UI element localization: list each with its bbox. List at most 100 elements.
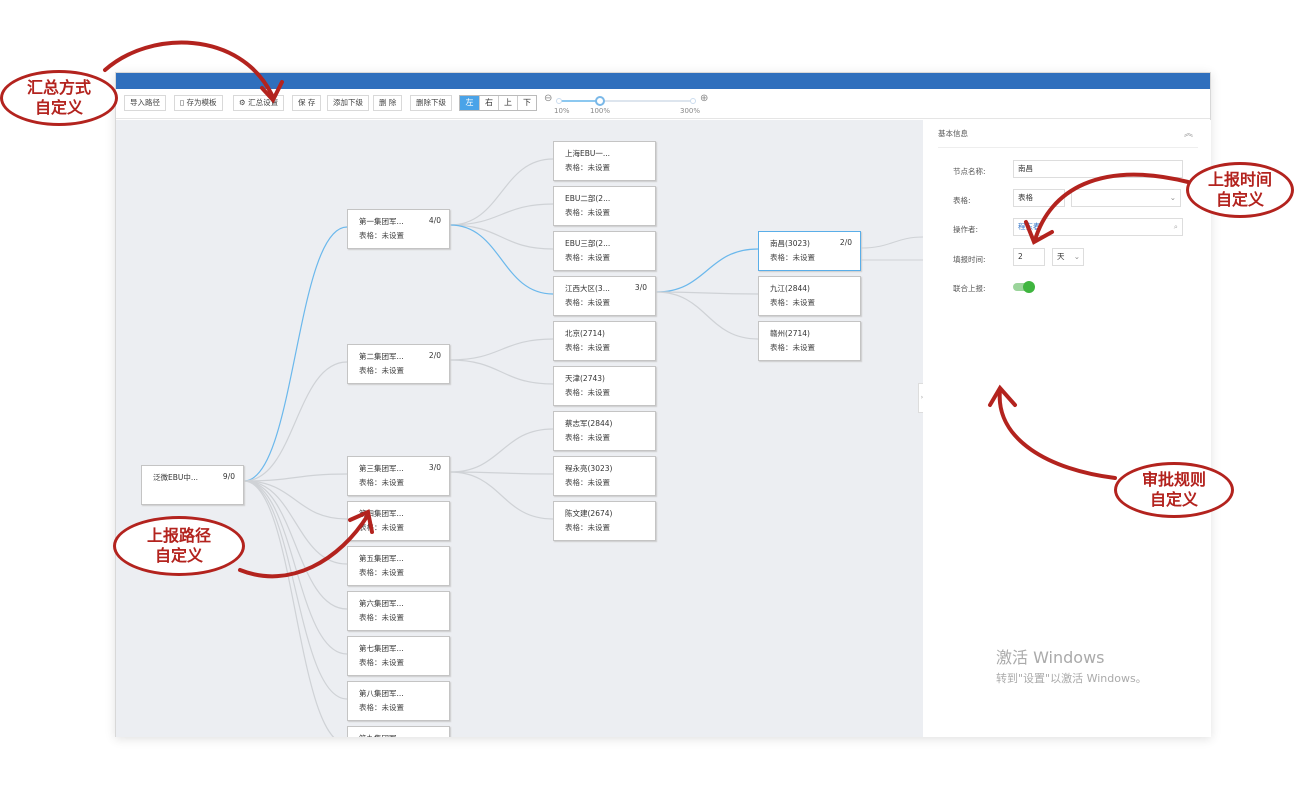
delete-button[interactable]: 删 除 (373, 95, 403, 111)
node-name: 第六集团军... (359, 599, 404, 608)
operator-label: 操作者: (953, 225, 979, 234)
node-form-label: 表格： (770, 298, 793, 307)
node-form-value: 未设置 (587, 433, 611, 442)
node-name-input[interactable]: 南昌 (1013, 160, 1183, 178)
node-form-value: 未设置 (381, 613, 405, 622)
node-form: 表格：未设置 (359, 230, 449, 241)
tree-node[interactable]: EBU二部(2...表格：未设置 (553, 186, 656, 226)
node-form-label: 表格： (565, 433, 588, 442)
annotation-text: 自定义 (154, 546, 203, 565)
windows-watermark: 激活 Windows 转到"设置"以激活 Windows。 (996, 644, 1147, 686)
tree-node[interactable]: 北京(2714) 表格：未设置 (553, 321, 656, 361)
tree-edge (449, 224, 554, 250)
node-name: 第五集团军... (359, 554, 404, 563)
node-form-label: 表格： (565, 523, 588, 532)
direction-right[interactable]: 右 (479, 96, 498, 110)
node-form-label: 表格： (770, 343, 793, 352)
node-name-label: 节点名称: (953, 167, 986, 176)
tree-node[interactable]: EBU三部(2...表格：未设置 (553, 231, 656, 271)
zoom-in-icon[interactable]: ⊕ (700, 93, 709, 104)
tree-node[interactable]: 九江(2844)表格：未设置 (758, 276, 861, 316)
zoom-slider[interactable]: ⊖ 10% 100% 300% ⊕ (544, 93, 714, 117)
node-count: 3/0 (634, 283, 647, 292)
summary-settings-label: 汇总设置 (248, 98, 279, 107)
tree-node[interactable]: 第七集团军...表格：未设置 (347, 636, 450, 676)
node-form-value: 未设置 (381, 478, 405, 487)
tree-edge (449, 338, 554, 361)
node-name: EBU三部(2... (565, 239, 611, 248)
annotation-text: 自定义 (1215, 190, 1264, 209)
panel-header: 基本信息︽ (938, 120, 1198, 148)
deadline-input[interactable]: 2 (1013, 248, 1045, 266)
direction-down[interactable]: 下 (517, 96, 536, 110)
node-form: 表格：未设置 (359, 657, 449, 668)
tree-edge (243, 480, 348, 655)
tree-node[interactable]: 蔡志军(2844)表格：未设置 (553, 411, 656, 451)
tree-node[interactable]: 天津(2743)表格：未设置 (553, 366, 656, 406)
tree-node[interactable]: 第九集团军... (347, 726, 450, 737)
node-form: 表格：未设置 (565, 342, 655, 353)
form-select[interactable]: ⌄ (1071, 189, 1181, 207)
tree-edge (449, 359, 554, 385)
zoom-handle[interactable] (595, 96, 605, 106)
save-as-template-button[interactable]: ▯ 存为模板 (174, 95, 223, 111)
node-form-value: 未设置 (381, 523, 405, 532)
save-button[interactable]: 保 存 (292, 95, 322, 111)
search-icon[interactable]: ⌕ (1173, 222, 1178, 231)
joint-report-toggle[interactable] (1013, 281, 1035, 293)
node-form: 表格：未设置 (565, 297, 655, 308)
node-form-label: 表格： (359, 366, 382, 375)
node-name: 第四集团军... (359, 509, 404, 518)
tree-node[interactable]: 第五集团军...表格：未设置 (347, 546, 450, 586)
tree-edge (449, 471, 554, 475)
deadline-unit-select[interactable]: 天⌄ (1052, 248, 1084, 266)
summary-settings-button[interactable]: ⚙ 汇总设置 (233, 95, 285, 111)
tree-node[interactable]: 赣州(2714)表格：未设置 (758, 321, 861, 361)
tree-node[interactable]: 泛微EBU中...9/0 (141, 465, 244, 505)
annotation-text: 上报时间 (1207, 170, 1272, 189)
node-form-value: 未设置 (587, 298, 611, 307)
tree-node[interactable]: 上海EBU一...表格：未设置 (553, 141, 656, 181)
zoom-min-label: 10% (554, 107, 570, 115)
tree-edge (449, 471, 554, 520)
delete-children-button[interactable]: 删除下级 (410, 95, 452, 111)
tree-node[interactable]: 第八集团军...表格：未设置 (347, 681, 450, 721)
tree-node[interactable]: 第六集团军...表格：未设置 (347, 591, 450, 631)
collapse-up-icon[interactable]: ︽ (1183, 129, 1193, 139)
annotation-text: 汇总方式 (26, 78, 91, 97)
zoom-out-icon[interactable]: ⊖ (544, 93, 553, 104)
template-icon: ▯ (180, 98, 187, 107)
node-form-label: 表格： (565, 343, 588, 352)
save-as-template-label: 存为模板 (186, 98, 217, 107)
direction-left[interactable]: 左 (460, 96, 479, 110)
tree-edge (655, 291, 759, 340)
zoom-stop (556, 98, 562, 104)
node-form-value: 未设置 (587, 163, 611, 172)
node-form: 表格：未设置 (565, 522, 655, 533)
tree-node[interactable]: 程永亮(3023)表格：未设置 (553, 456, 656, 496)
node-form-label: 表格： (565, 208, 588, 217)
watermark-line2: 转到"设置"以激活 Windows。 (996, 672, 1147, 685)
node-form-value: 未设置 (381, 703, 405, 712)
direction-up[interactable]: 上 (498, 96, 517, 110)
form-type-select[interactable]: 表格 (1013, 189, 1065, 207)
node-form-label: 表格： (565, 478, 588, 487)
operator-input[interactable]: 程东春⌕ (1013, 218, 1183, 236)
node-form-value: 未设置 (587, 253, 611, 262)
top-header (116, 73, 1210, 89)
tree-node[interactable]: 陈文建(2674)表格：未设置 (553, 501, 656, 541)
add-child-button[interactable]: 添加下级 (327, 95, 369, 111)
node-name: 北京(2714) (565, 329, 605, 338)
node-name: 上海EBU一... (565, 149, 611, 158)
import-path-button[interactable]: 导入路径 (124, 95, 166, 111)
node-form: 表格：未设置 (359, 702, 449, 713)
tree-node[interactable]: 第四集团军...表格：未设置 (347, 501, 450, 541)
node-name: 第二集团军... (359, 352, 404, 361)
node-form: 表格：未设置 (770, 252, 860, 263)
